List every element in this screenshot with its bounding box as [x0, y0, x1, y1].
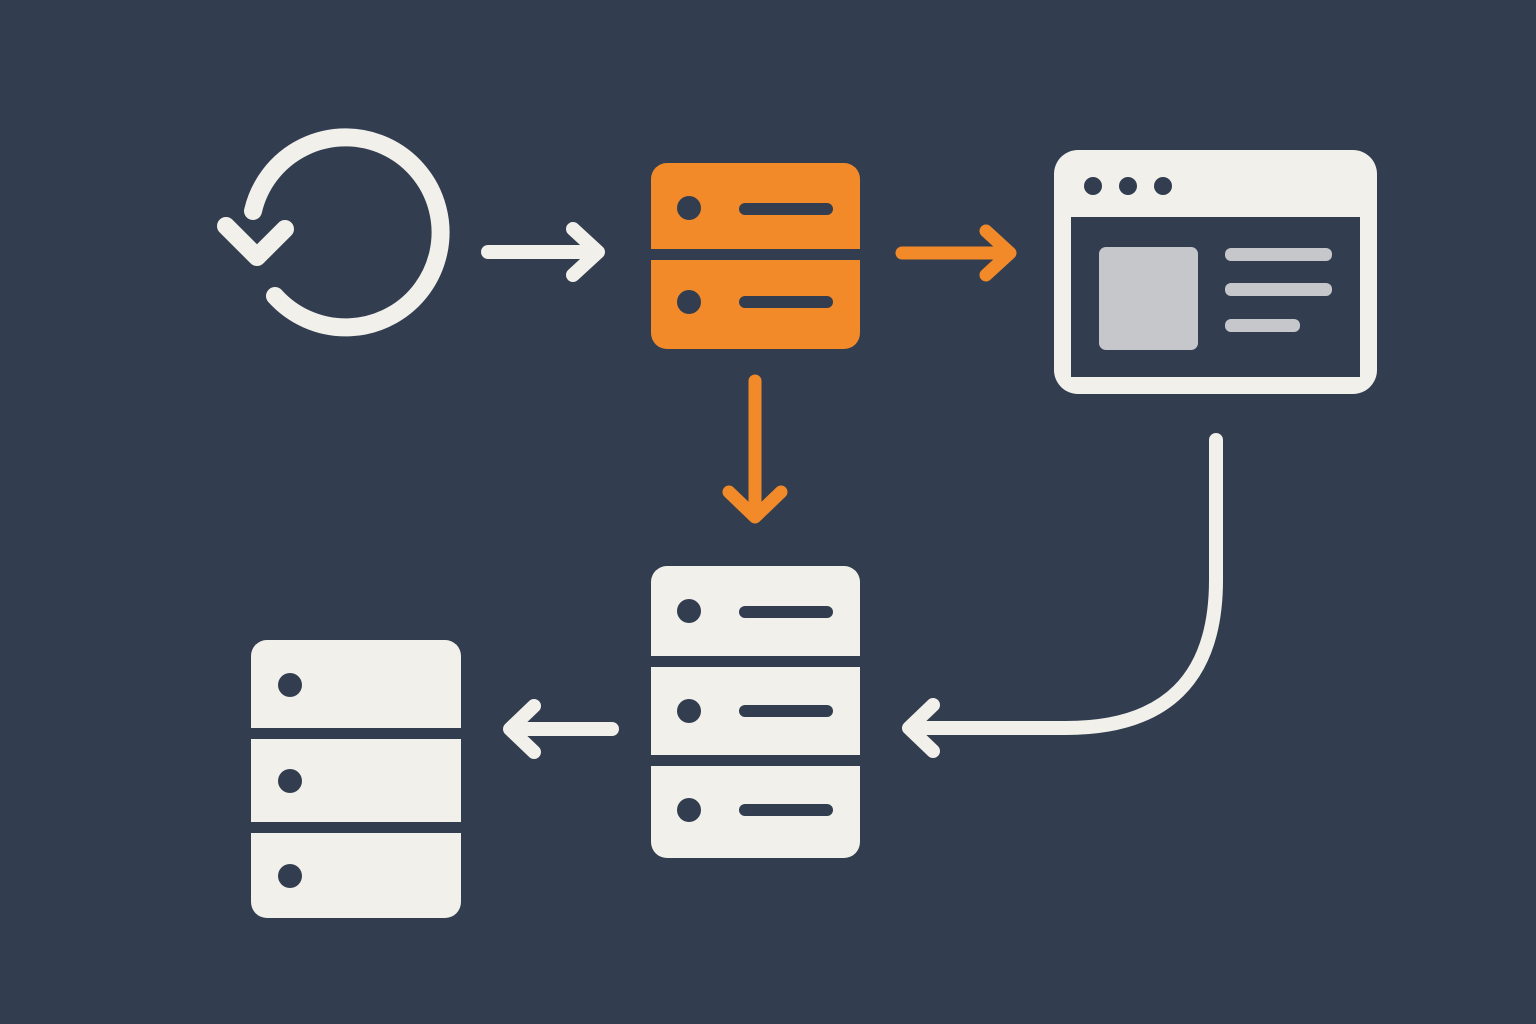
source-server-icon — [651, 163, 860, 349]
middle-server-stack-icon — [651, 566, 860, 858]
browser-window-icon — [1054, 150, 1377, 394]
refresh-icon — [217, 128, 450, 337]
storage-server-stack-icon — [251, 640, 461, 918]
arrow-refresh-to-source-server — [481, 222, 605, 282]
arrow-source-server-to-middle-server — [722, 374, 788, 524]
arrow-browser-to-middle-server — [902, 433, 1223, 758]
arrow-middle-server-to-storage-server — [503, 699, 619, 759]
arrow-source-server-to-browser — [895, 224, 1017, 282]
